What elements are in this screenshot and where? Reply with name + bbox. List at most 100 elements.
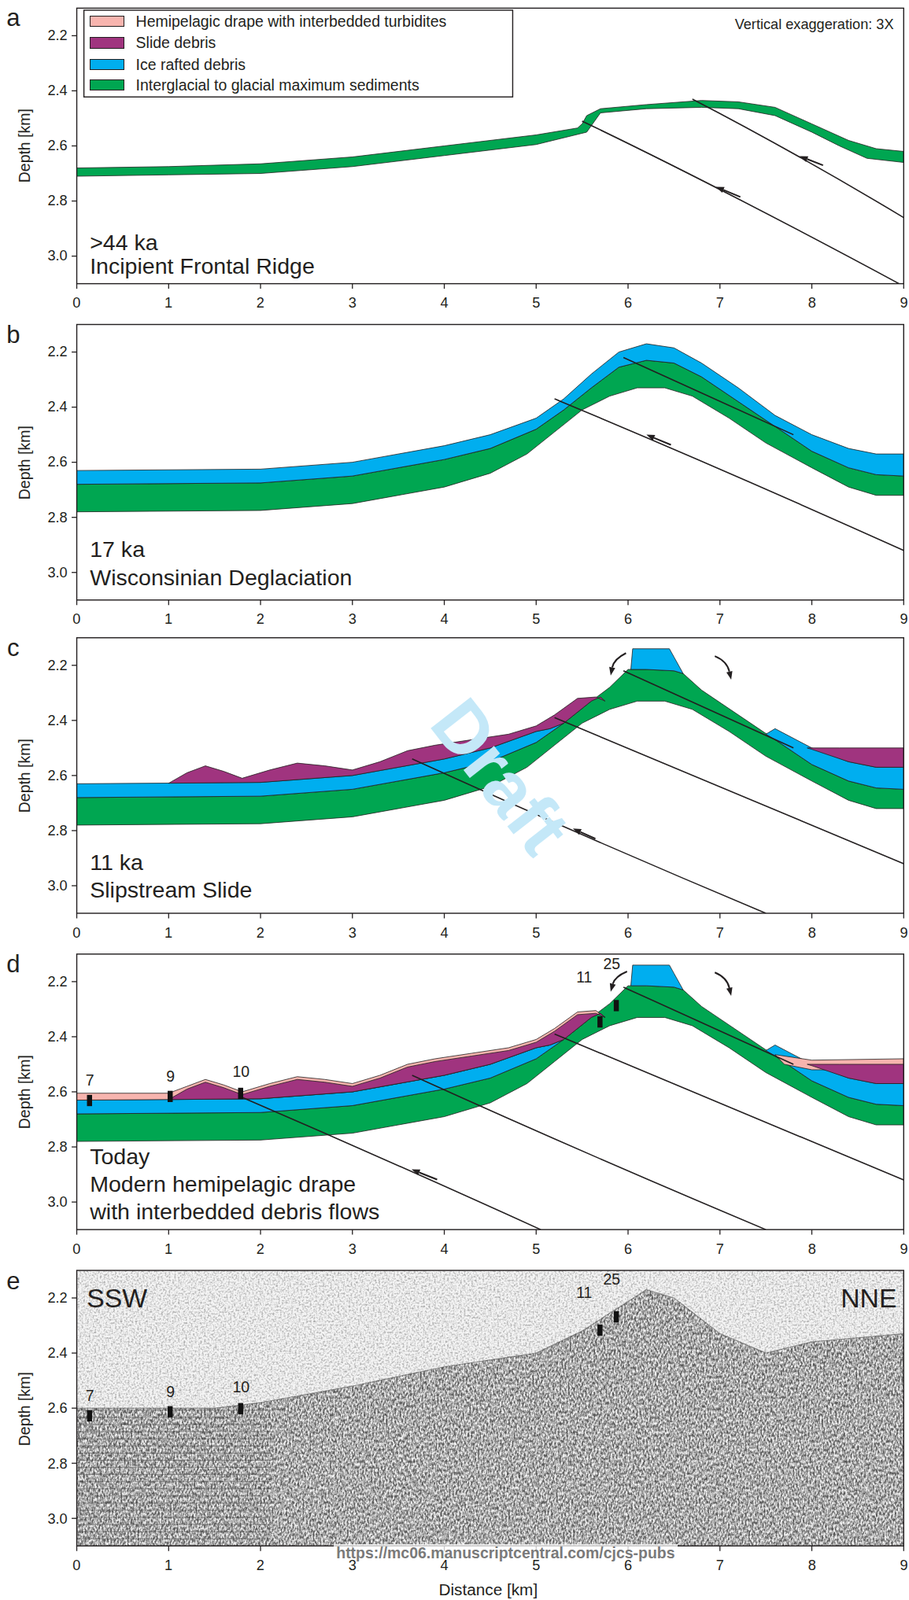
tick-label: 4 [439,925,448,943]
slip-arrow [723,189,741,197]
panel-frame [77,954,905,1231]
core-marker [237,1404,243,1416]
x-tick [259,913,261,919]
tick-label: 3 [348,611,357,629]
purple-layer [807,1064,905,1085]
tick-label: 9 [899,1241,908,1259]
axis-title: Depth [km] [15,1372,34,1447]
blue-layer [765,728,904,790]
axis-title: Distance [km] [438,1581,538,1600]
x-tick [535,1230,537,1235]
tick-label: 0 [72,295,81,312]
core-marker [87,1411,93,1423]
x-tick [903,1546,905,1552]
y-tick [71,200,77,202]
tick-label: 6 [624,925,632,943]
x-tick [259,284,261,289]
tick-label: 5 [532,925,540,943]
tick-label: 2.6 [47,454,67,471]
x-tick [168,284,170,289]
x-tick [259,1230,261,1235]
tick-label: 5 [532,1241,540,1259]
tick-label: 2.4 [47,1029,67,1046]
panel-frame [77,638,905,914]
tick-label: 5 [532,611,540,629]
blue-layer [631,649,684,675]
y-tick [71,1518,77,1520]
panel-letter: e [6,1267,20,1297]
tick-label: 2.6 [47,1400,67,1418]
panel-d [77,965,905,1231]
x-tick [168,1546,170,1552]
tick-label: 2.4 [47,1345,67,1363]
core-marker [613,1000,619,1012]
tick-label: 2 [256,295,265,312]
y-tick [71,90,77,92]
green-layer [77,986,905,1142]
arrow-head [609,667,616,677]
arrow-head [799,155,809,162]
slip-arrows [411,155,824,1180]
y-tick [71,720,77,721]
slide-arrow [613,971,628,985]
core-number: 9 [166,1067,175,1086]
tick-label: 3.0 [47,1194,67,1212]
x-tick [351,913,353,919]
tick-label: 3.0 [47,1511,67,1529]
fault-line [412,1075,766,1231]
panel-title: 11 ka [89,849,144,876]
x-tick [903,600,905,606]
tick-label: 5 [532,295,540,312]
x-tick [259,600,261,606]
slip-arrow [419,1172,438,1180]
arrow-head [572,828,582,836]
seismic-noise [77,1271,905,1547]
x-tick [719,1230,721,1235]
axis-title: Depth [km] [15,739,34,813]
x-tick [443,913,445,919]
core-marker [167,1091,173,1103]
core-number: 9 [166,1383,175,1401]
y-tick [71,572,77,573]
x-tick [443,1230,445,1235]
slip-arrow [580,832,595,840]
x-tick [351,284,353,289]
pink-layer [77,1011,606,1102]
tick-label: 8 [808,611,817,629]
fault-line [582,121,900,285]
y-tick [71,885,77,887]
x-tick [719,913,721,919]
slip-arrow [807,158,824,166]
tick-label: 8 [808,925,817,943]
x-tick [535,913,537,919]
x-tick [719,600,721,606]
tick-label: 2 [256,925,265,943]
figure-part [77,1271,905,1547]
x-tick [811,1546,813,1552]
tick-label: 3.0 [47,565,67,582]
green-layer [77,100,905,177]
panel-c [77,649,905,914]
legend-frame [84,10,514,97]
panel-frame [77,7,905,284]
axis-title: Depth [km] [15,109,34,184]
tick-label: 8 [808,1241,817,1259]
blue-layer [631,965,684,991]
tick-label: 7 [716,1241,725,1259]
slide-arrow [612,653,627,668]
panel-b [77,343,905,551]
x-tick [627,600,629,606]
core-number: 10 [232,1378,250,1397]
panel-title: 17 ka [89,536,145,563]
x-tick [627,913,629,919]
seismic-reflectors [77,1409,271,1547]
axis-title: Depth [km] [15,425,34,500]
y-tick [71,830,77,832]
x-tick [811,600,813,606]
fault-line [554,1034,905,1181]
tick-label: 0 [72,925,81,943]
figure-part [77,343,905,551]
tick-label: 0 [72,1241,81,1259]
x-tick [351,1230,353,1235]
panel-letter: b [6,321,20,350]
